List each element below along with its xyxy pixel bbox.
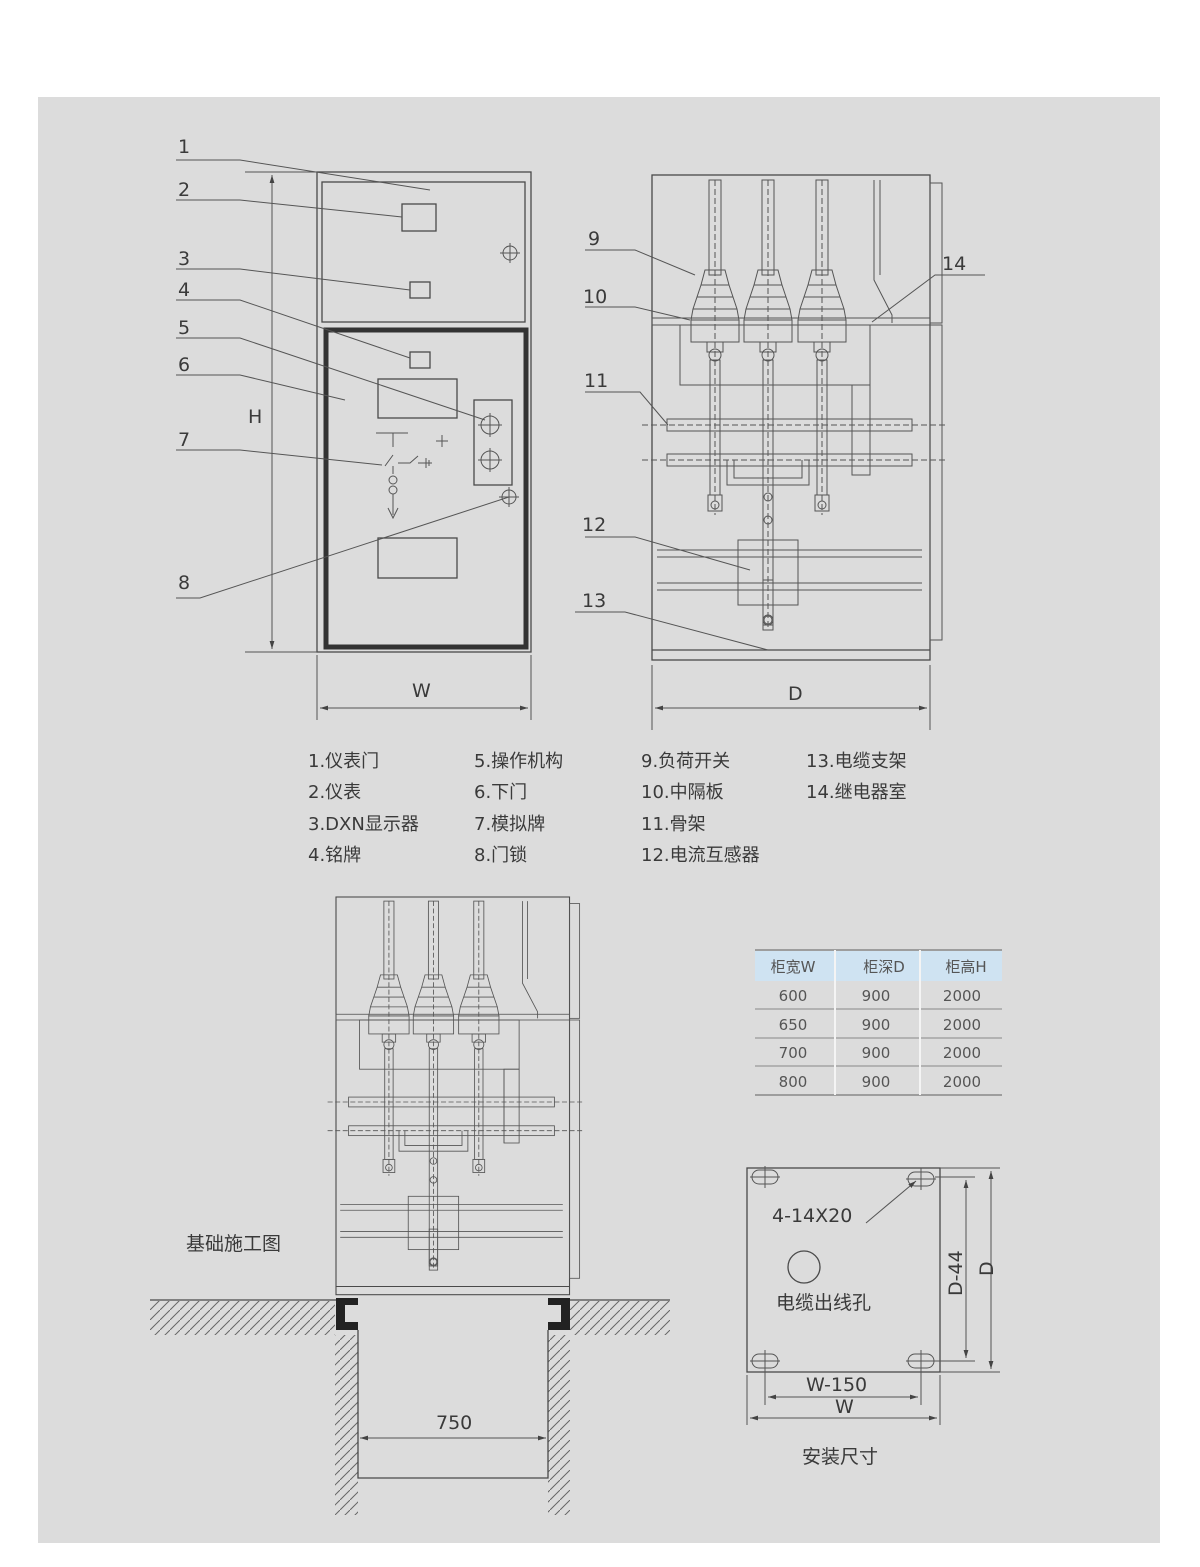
inner-depth-label: D-44 (945, 1250, 967, 1296)
dimension-table: 柜宽W 柜深D 柜高H 600 900 2000 650 900 2000 70… (755, 949, 1002, 1096)
nameplate (409, 351, 431, 369)
callout-13: 13 (582, 590, 606, 612)
depth-label: D (976, 1261, 998, 1276)
callout-14: 14 (942, 253, 966, 275)
table-header: 柜宽W (771, 958, 816, 976)
callout-2: 2 (178, 179, 190, 201)
mimic-diagram (376, 432, 448, 520)
table-header: 柜高H (945, 958, 986, 976)
lower-door (323, 327, 529, 650)
table-cell: 800 (779, 1073, 808, 1091)
inner-width-label: W-150 (806, 1374, 867, 1396)
legend-item: 6.下门 (474, 782, 527, 803)
dxn-display (409, 281, 431, 299)
table-cell: 900 (862, 1044, 891, 1062)
width-dimension-label: W (412, 680, 431, 702)
callout-3: 3 (178, 248, 190, 270)
installation-view: 4-14X20 电缆出线孔 D-44 D W-150 W 安装尺寸 (746, 1166, 1000, 1468)
callout-8: 8 (178, 572, 190, 594)
legend-item: 10.中隔板 (641, 782, 724, 803)
upper-lock-icon (500, 243, 520, 263)
installation-title: 安装尺寸 (802, 1446, 878, 1468)
legend-item: 1.仪表门 (308, 751, 379, 772)
legend-item: 3.DXN显示器 (308, 814, 419, 835)
table-header: 柜深D (863, 958, 905, 976)
callout-4: 4 (178, 279, 190, 301)
table-cell: 2000 (943, 987, 981, 1005)
legend-item: 13.电缆支架 (806, 751, 907, 772)
parts-legend: 1.仪表门 2.仪表 3.DXN显示器 4.铭牌 5.操作机构 6.下门 7.模… (308, 751, 907, 866)
callout-1: 1 (178, 136, 190, 158)
instrument-door (321, 181, 526, 323)
legend-item: 4.铭牌 (308, 845, 361, 866)
front-view: H W 1 2 3 4 5 6 7 8 (176, 136, 532, 720)
foundation-view: 750 基础施工图 (150, 896, 670, 1515)
width-label: W (835, 1396, 854, 1418)
legend-item: 7.模拟牌 (474, 814, 545, 835)
meter (401, 203, 437, 232)
table-cell: 600 (779, 987, 808, 1005)
foundation-title: 基础施工图 (186, 1233, 281, 1255)
slot-size-label: 4-14X20 (772, 1205, 852, 1227)
table-cell: 2000 (943, 1073, 981, 1091)
table-cell: 650 (779, 1016, 808, 1034)
callout-5: 5 (178, 317, 190, 339)
callout-11: 11 (584, 370, 608, 392)
callout-12: 12 (582, 514, 606, 536)
side-view: D 9 10 11 12 13 14 (575, 174, 985, 730)
table-cell: 900 (862, 1016, 891, 1034)
table-cell: 900 (862, 987, 891, 1005)
table-header-bg (755, 951, 1002, 981)
legend-item: 11.骨架 (641, 814, 706, 835)
height-dimension-label: H (248, 406, 262, 428)
cable-hole-icon (787, 1250, 821, 1284)
callout-10: 10 (583, 286, 607, 308)
mounting-slot-icon (750, 1166, 936, 1372)
callout-9: 9 (588, 228, 600, 250)
table-cell: 2000 (943, 1044, 981, 1062)
table-cell: 700 (779, 1044, 808, 1062)
pit-width-label: 750 (436, 1412, 472, 1434)
legend-item: 8.门锁 (474, 845, 527, 866)
table-cell: 2000 (943, 1016, 981, 1034)
legend-item: 5.操作机构 (474, 751, 563, 772)
legend-item: 12.电流互感器 (641, 845, 760, 866)
legend-item: 14.继电器室 (806, 782, 907, 803)
callout-7: 7 (178, 429, 190, 451)
cable-hole-label: 电缆出线孔 (776, 1292, 871, 1314)
depth-dimension-label: D (788, 683, 803, 705)
legend-item: 2.仪表 (308, 782, 361, 803)
callout-6: 6 (178, 354, 190, 376)
legend-item: 9.负荷开关 (641, 751, 730, 772)
table-cell: 900 (862, 1073, 891, 1091)
operating-mechanism (473, 399, 513, 486)
